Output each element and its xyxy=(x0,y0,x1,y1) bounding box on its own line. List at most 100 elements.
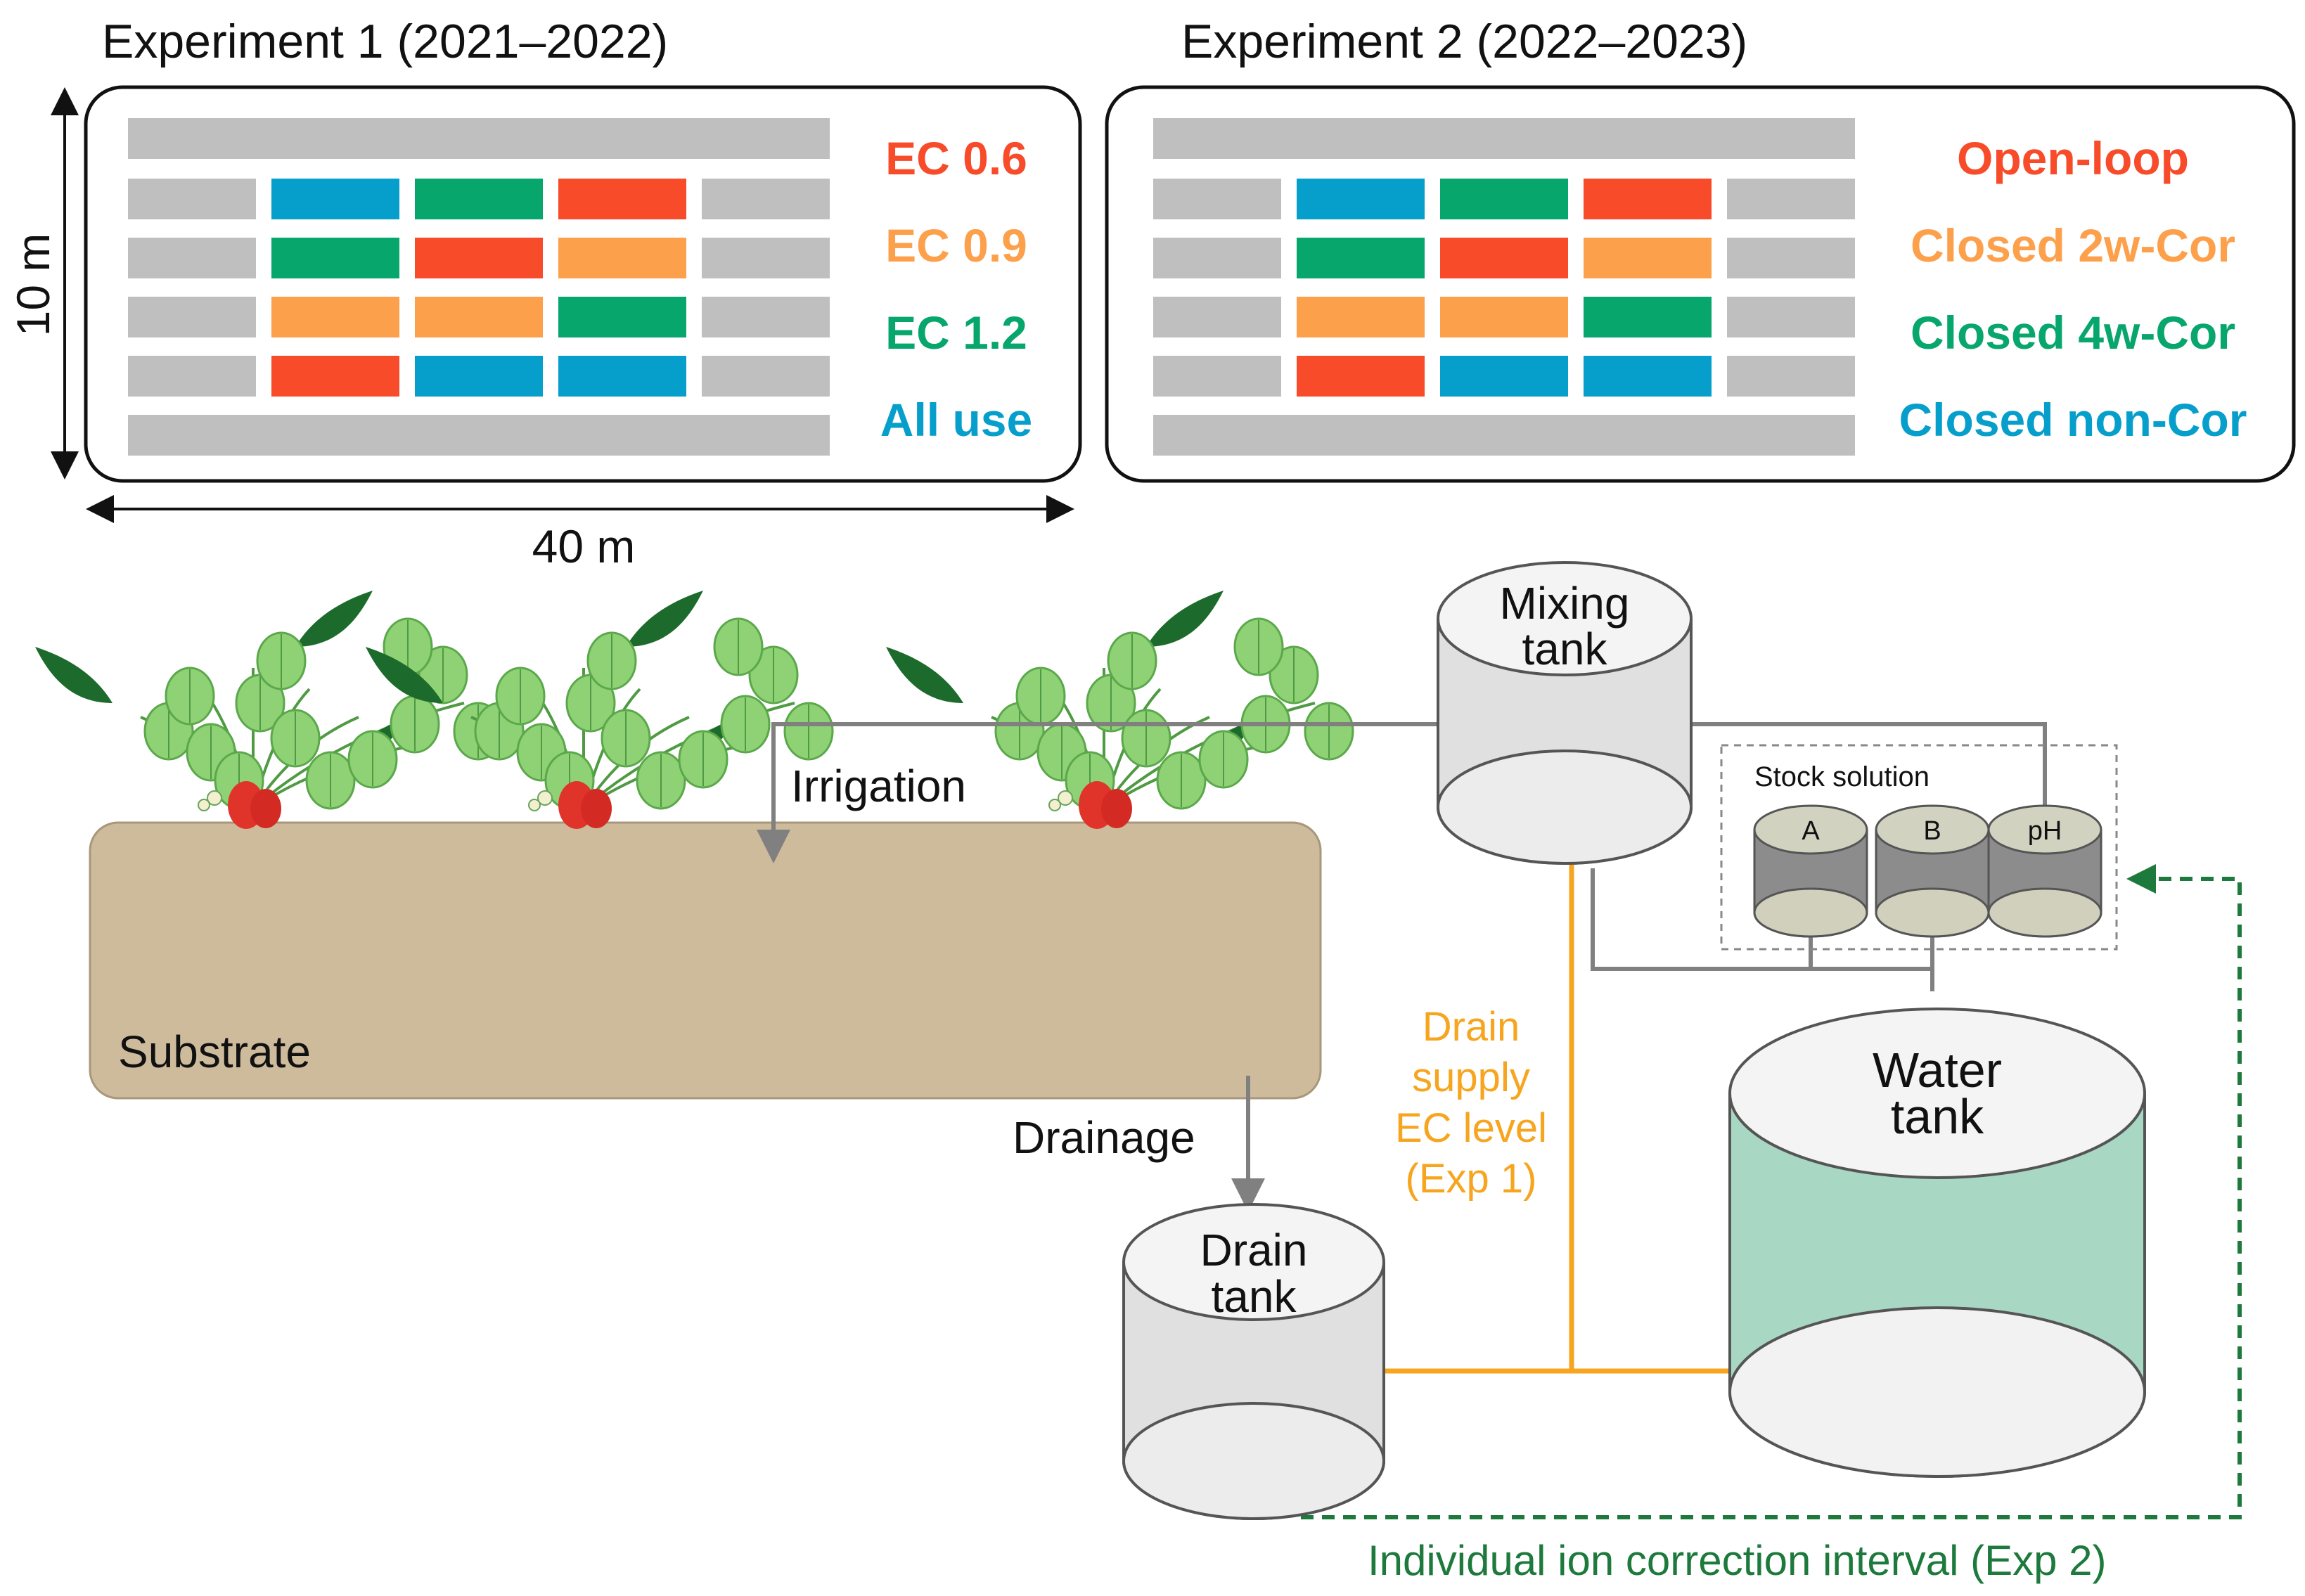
exp1-plot-r1-c2 xyxy=(271,179,399,219)
leaf xyxy=(1121,709,1171,768)
exp1-guard-row-top xyxy=(128,118,830,159)
exp1-plot-r4-c1 xyxy=(128,356,256,397)
exp2-plot-r3-c2 xyxy=(1297,297,1425,337)
stock-tank-B-bottom xyxy=(1875,887,1990,938)
exp1-plot-r1-c1 xyxy=(128,179,256,219)
stock-tank-pH-bottom xyxy=(1987,887,2102,938)
leaf xyxy=(1304,702,1354,761)
stock-solution-label: Stock solution xyxy=(1754,761,1930,792)
exp1-legend-item-4: All use xyxy=(880,394,1032,446)
exp2-plot-r3-c5 xyxy=(1727,297,1855,337)
exp2-plot-r1-c3 xyxy=(1440,179,1568,219)
exp2-plot-r3-c4 xyxy=(1584,297,1712,337)
exp1-plot-r2-c5 xyxy=(702,238,830,278)
substrate-label: Substrate xyxy=(118,1027,311,1077)
exp1-plot-r3-c1 xyxy=(128,297,256,337)
irrigation-label: Irrigation xyxy=(791,761,966,811)
leaf xyxy=(1107,631,1157,690)
mixing-tank-label-line1: Mixing xyxy=(1500,578,1630,629)
experiment2-title: Experiment 2 (2022–2023) xyxy=(1181,15,1747,68)
drain-tank xyxy=(1122,1203,1385,1520)
exp2-plot-r2-c2 xyxy=(1297,238,1425,278)
stock-solution-box xyxy=(1720,744,2118,951)
water-supply-pipe xyxy=(1591,868,1932,971)
drainage-label: Drainage xyxy=(1013,1112,1195,1163)
leaf xyxy=(256,631,307,690)
exp1-plot-r4-c3 xyxy=(415,356,543,397)
exp2-guard-row-top xyxy=(1153,118,1855,159)
dark-leaf xyxy=(295,591,373,647)
exp2-legend-item-1: Open-loop xyxy=(1957,132,2189,184)
leaf xyxy=(1198,730,1249,789)
exp2-guard-row-bottom xyxy=(1153,415,1855,456)
exp1-plot-r2-c2 xyxy=(271,238,399,278)
exp2-plot-r2-c4 xyxy=(1584,238,1712,278)
exp2-plot-r1-c1 xyxy=(1153,179,1281,219)
exp2-plot-r2-c3 xyxy=(1440,238,1568,278)
exp2-plot-r2-c1 xyxy=(1153,238,1281,278)
exp2-plot-r4-c1 xyxy=(1153,356,1281,397)
flower xyxy=(1058,790,1073,806)
dark-leaf xyxy=(1146,591,1224,647)
strawberry-plant-2 xyxy=(366,591,834,829)
correction-interval-label: Individual ion correction interval (Exp … xyxy=(1368,1537,2107,1584)
strawberry-fruit xyxy=(581,789,612,828)
flower xyxy=(207,790,222,806)
stock-tank-B-label: B xyxy=(1923,816,1941,846)
flower xyxy=(1048,799,1061,811)
drain-supply-label: Drain supply EC level (Exp 1) xyxy=(1395,1004,1547,1202)
leaf xyxy=(601,709,651,768)
correction-interval-line xyxy=(1301,864,2242,1519)
exp2-plot-r1-c4 xyxy=(1584,179,1712,219)
experiment1-title: Experiment 1 (2021–2022) xyxy=(102,15,668,68)
exp1-legend-item-3: EC 1.2 xyxy=(885,307,1027,359)
exp1-plot-r1-c3 xyxy=(415,179,543,219)
substrate-slab xyxy=(89,821,1322,1100)
exp1-guard-row-bottom xyxy=(128,415,830,456)
leaf xyxy=(783,702,834,761)
exp1-plot-r2-c4 xyxy=(558,238,686,278)
stock-tank-A-top xyxy=(1753,804,1868,855)
exp1-plot-r3-c2 xyxy=(271,297,399,337)
strawberry-plant-1 xyxy=(35,591,503,829)
strawberry-fruit xyxy=(250,789,281,828)
leaf xyxy=(636,751,686,810)
exp1-plot-r3-c4 xyxy=(558,297,686,337)
exp2-plot-r4-c5 xyxy=(1727,356,1855,397)
drain-tank-label-line1: Drain xyxy=(1200,1225,1308,1275)
exp2-legend-item-3: Closed 4w-Cor xyxy=(1911,307,2235,359)
exp2-plot-r2-c5 xyxy=(1727,238,1855,278)
mixing-tank xyxy=(1437,561,1693,865)
drain-supply-line2: supply xyxy=(1412,1055,1530,1100)
leaf xyxy=(1233,617,1284,676)
flower xyxy=(198,799,210,811)
leaf xyxy=(678,730,728,789)
stock-tank-A-bottom xyxy=(1753,887,1868,938)
experiment1-plot-layout xyxy=(128,118,830,456)
leaf xyxy=(713,617,764,676)
leaf xyxy=(305,751,356,810)
leaf xyxy=(347,730,398,789)
exp1-plot-r4-c5 xyxy=(702,356,830,397)
exp2-plot-r3-c1 xyxy=(1153,297,1281,337)
exp1-legend-item-2: EC 0.9 xyxy=(885,219,1027,271)
exp1-plot-r3-c5 xyxy=(702,297,830,337)
exp2-plot-r3-c3 xyxy=(1440,297,1568,337)
water-tank-label-line1: Water xyxy=(1873,1043,2002,1098)
leaf xyxy=(270,709,321,768)
stock-tank-A-label: A xyxy=(1802,816,1820,846)
exp1-plot-r2-c1 xyxy=(128,238,256,278)
strawberry-fruit xyxy=(1101,789,1132,828)
experiment2-plot-layout xyxy=(1153,118,1855,456)
water-tank-label-line2: tank xyxy=(1891,1089,1984,1144)
width-dimension-label: 40 m xyxy=(532,520,636,572)
dark-leaf xyxy=(886,647,963,703)
drain-tank-label-line2: tank xyxy=(1212,1271,1297,1322)
drain-supply-line4: (Exp 1) xyxy=(1406,1156,1537,1202)
water-tank xyxy=(1728,1008,2146,1478)
exp2-plot-r4-c3 xyxy=(1440,356,1568,397)
